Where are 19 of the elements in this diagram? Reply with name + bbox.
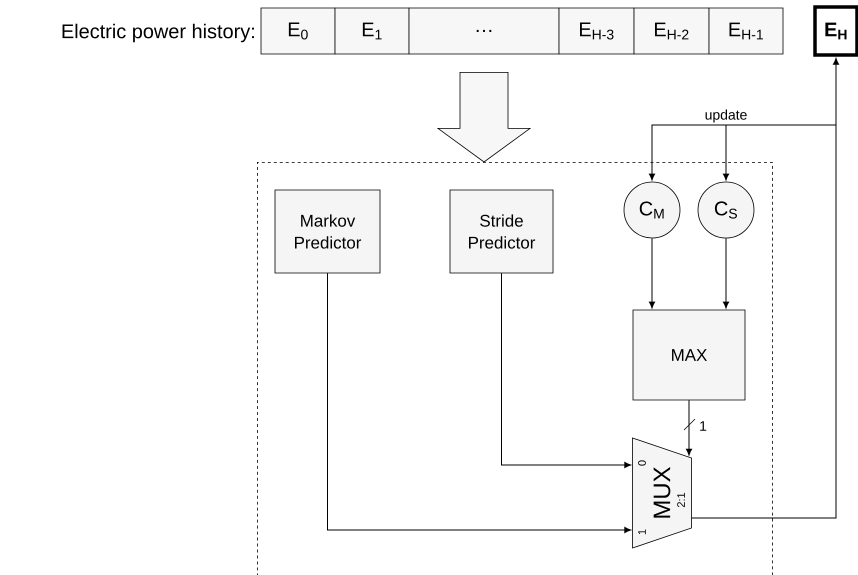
arrow [691,124,836,518]
arrow [327,272,632,534]
history-cell: E$_{H-3}$ [558,8,634,54]
predictor-frame [257,162,773,575]
history-cell: E$_{0}$ [260,8,336,54]
history-cell: E$_{1}$ [334,8,410,54]
current-value-box: E$_{H}$ [813,5,858,57]
arrow [722,238,730,308]
process-box: MAX [632,310,746,400]
arrow [686,400,692,456]
edge-label: 1 [698,420,708,432]
edge-label: update [704,108,748,124]
process-box: Markov Predictor [274,190,380,274]
block-arrow [436,72,532,162]
history-cell: E$_{H-1}$ [708,8,784,54]
arrow [648,238,656,308]
history-cell: E$_{H-2}$ [634,8,710,54]
process-box: Stride Predictor [450,190,554,274]
arrow [501,272,632,468]
